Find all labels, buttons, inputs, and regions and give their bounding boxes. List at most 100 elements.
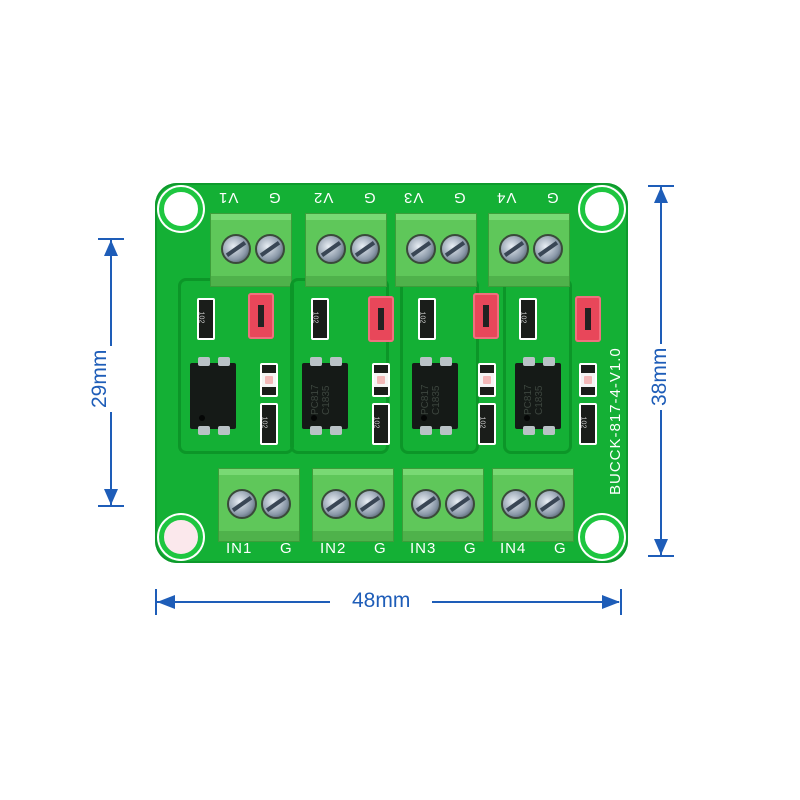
input-label-in: IN3 [410, 540, 437, 557]
pin1-dot [199, 415, 205, 421]
input-terminal-block[interactable] [218, 468, 300, 542]
smd-resistor: 102 [372, 403, 390, 445]
input-terminal-block[interactable] [312, 468, 394, 542]
screw-icon[interactable] [535, 489, 565, 519]
input-terminal-block[interactable] [402, 468, 484, 542]
dimension-tick [648, 555, 674, 557]
chip-pin [198, 357, 210, 366]
smd-resistor: 102 [418, 298, 436, 340]
chip-pin [523, 357, 535, 366]
input-label-g: G [554, 540, 567, 557]
screw-icon[interactable] [445, 489, 475, 519]
dimension-tick [155, 589, 157, 615]
arrow-down-icon [104, 489, 118, 505]
jumper-cap[interactable] [575, 296, 601, 342]
chip-pin [218, 426, 230, 435]
resistor-marking: 102 [418, 311, 426, 324]
chip-pin [543, 426, 555, 435]
smd-resistor: 102 [311, 298, 329, 340]
screw-icon[interactable] [227, 489, 257, 519]
mounting-hole [159, 187, 203, 231]
output-label-v: V4 [496, 189, 517, 206]
input-terminal-block[interactable] [492, 468, 574, 542]
screw-icon[interactable] [255, 234, 285, 264]
screw-icon[interactable] [499, 234, 529, 264]
output-label-g: G [268, 189, 281, 206]
screw-icon[interactable] [261, 489, 291, 519]
jumper-cap[interactable] [248, 293, 274, 339]
dimension-label-48mm: 48mm [330, 589, 433, 613]
arrow-up-icon [104, 240, 118, 256]
pin1-dot [524, 415, 530, 421]
pin1-dot [421, 415, 427, 421]
chip-pin [310, 357, 322, 366]
screw-icon[interactable] [501, 489, 531, 519]
resistor-marking: 102 [579, 416, 587, 429]
mounting-hole [580, 515, 624, 559]
resistor-marking: 102 [197, 311, 205, 324]
arrow-left-icon [157, 595, 175, 609]
output-label-g: G [546, 189, 559, 206]
chip-pin [440, 426, 452, 435]
pin1-dot [311, 415, 317, 421]
chip-pin [218, 357, 230, 366]
mounting-hole [159, 515, 203, 559]
dimension-tick [648, 185, 674, 187]
dimension-tick [98, 505, 124, 507]
input-label-g: G [374, 540, 387, 557]
board-name-silkscreen: BUCCK-817-4-V1.0 [607, 347, 624, 495]
status-led [260, 363, 278, 397]
input-label-in: IN4 [500, 540, 527, 557]
chip-marking-line: PC817 [420, 384, 431, 415]
optocoupler-chip [190, 357, 236, 435]
arrow-up-icon [654, 187, 668, 203]
output-terminal-block[interactable] [488, 213, 570, 287]
mounting-hole [580, 187, 624, 231]
status-led [372, 363, 390, 397]
screw-icon[interactable] [533, 234, 563, 264]
chip-marking-line: C1835 [534, 385, 545, 415]
output-label-v: V2 [313, 189, 334, 206]
screw-icon[interactable] [321, 489, 351, 519]
screw-icon[interactable] [411, 489, 441, 519]
chip-marking-line: PC817 [310, 384, 321, 415]
output-label-v: V1 [218, 189, 239, 206]
chip-marking-line: C1835 [431, 385, 442, 415]
status-led [579, 363, 597, 397]
screw-icon[interactable] [350, 234, 380, 264]
output-terminal-block[interactable] [395, 213, 477, 287]
output-label-g: G [363, 189, 376, 206]
output-terminal-block[interactable] [210, 213, 292, 287]
input-label-g: G [464, 540, 477, 557]
resistor-marking: 102 [478, 416, 486, 429]
screw-icon[interactable] [406, 234, 436, 264]
chip-pin [543, 357, 555, 366]
smd-resistor: 102 [519, 298, 537, 340]
chip-pin [523, 426, 535, 435]
resistor-marking: 102 [519, 311, 527, 324]
jumper-cap[interactable] [473, 293, 499, 339]
screw-icon[interactable] [221, 234, 251, 264]
dimension-label-38mm: 38mm [648, 343, 672, 410]
input-label-g: G [280, 540, 293, 557]
smd-resistor: 102 [478, 403, 496, 445]
jumper-cap[interactable] [368, 296, 394, 342]
resistor-marking: 102 [260, 416, 268, 429]
output-terminal-block[interactable] [305, 213, 387, 287]
chip-pin [330, 357, 342, 366]
chip-pin [420, 357, 432, 366]
screw-icon[interactable] [440, 234, 470, 264]
screw-icon[interactable] [355, 489, 385, 519]
resistor-marking: 102 [311, 311, 319, 324]
input-label-in: IN2 [320, 540, 347, 557]
screw-icon[interactable] [316, 234, 346, 264]
chip-marking-line: C1835 [321, 385, 332, 415]
chip-pin [420, 426, 432, 435]
